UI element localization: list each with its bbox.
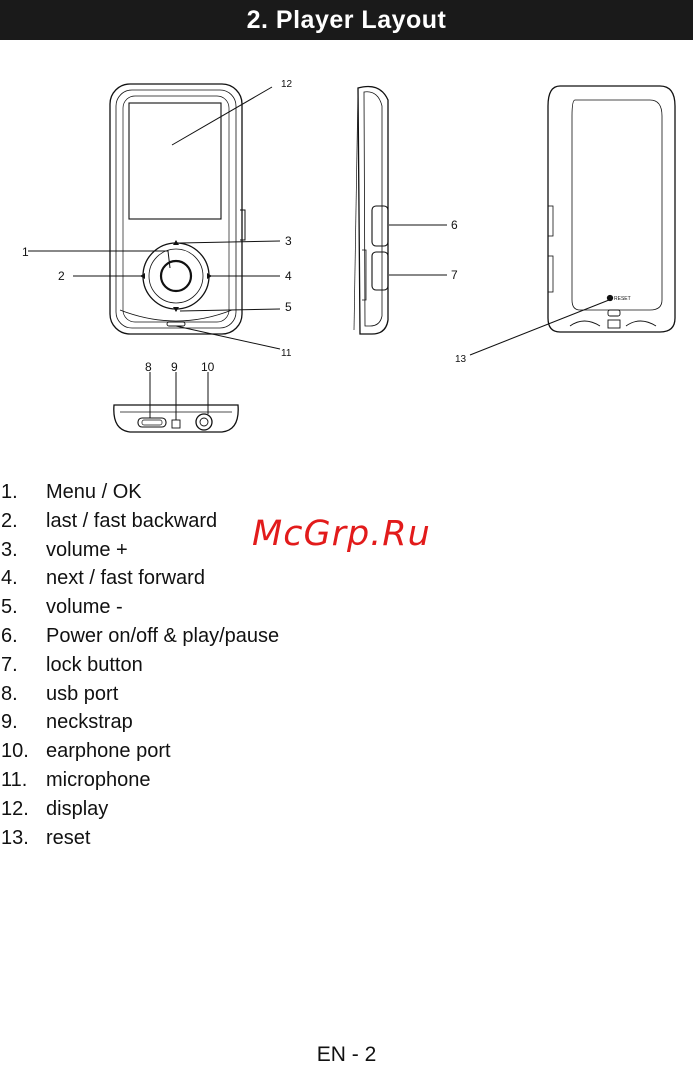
- callout-11: 11: [281, 348, 292, 359]
- callout-13: 13: [455, 354, 467, 365]
- neckstrap-loop: [172, 420, 180, 428]
- item-number: 13.: [1, 824, 29, 853]
- watermark: McGrp.Ru: [252, 514, 431, 554]
- page-number: EN - 2: [0, 1043, 693, 1067]
- item-number: 7.: [1, 651, 18, 680]
- nav-pad: [143, 243, 209, 309]
- display-screen: [129, 103, 221, 219]
- item-number: 12.: [1, 795, 29, 824]
- item-number: 11.: [1, 766, 27, 795]
- leader-lines: [28, 87, 609, 420]
- callout-2: 2: [58, 269, 65, 283]
- item-number: 1.: [1, 478, 18, 507]
- front-view: [110, 84, 245, 334]
- callout-12: 12: [281, 79, 293, 90]
- earphone-port: [196, 414, 212, 430]
- callout-4: 4: [285, 269, 292, 283]
- item-label: lock button: [46, 651, 143, 680]
- page-title: 2. Player Layout: [0, 0, 693, 40]
- player-layout-diagram: RESET 1 2 3 4 5 6 7 8 9 10 11 12 13: [0, 40, 693, 450]
- item-number: 9.: [1, 708, 18, 737]
- item-number: 2.: [1, 507, 18, 536]
- microphone-slot: [167, 322, 185, 326]
- reset-marking: RESET: [614, 296, 631, 302]
- item-number: 5.: [1, 593, 18, 622]
- callout-10: 10: [201, 360, 215, 374]
- item-label: next / fast forward: [46, 564, 205, 593]
- item-number: 6.: [1, 622, 18, 651]
- item-number: 10.: [1, 737, 29, 766]
- item-label: volume -: [46, 593, 123, 622]
- callout-9: 9: [171, 360, 178, 374]
- callout-6: 6: [451, 218, 458, 232]
- item-label: reset: [46, 824, 90, 853]
- item-label: last / fast backward: [46, 507, 217, 536]
- callout-3: 3: [285, 234, 292, 248]
- menu-ok-button: [161, 261, 191, 291]
- callout-8: 8: [145, 360, 152, 374]
- power-play-button: [372, 206, 388, 246]
- callout-1: 1: [22, 245, 29, 259]
- item-label: usb port: [46, 680, 118, 709]
- item-label: display: [46, 795, 108, 824]
- item-number: 8.: [1, 680, 18, 709]
- reset-hole: [608, 296, 613, 301]
- item-label: volume +: [46, 536, 128, 565]
- side-view: [354, 87, 388, 335]
- back-view: [548, 86, 675, 332]
- item-label: Power on/off & play/pause: [46, 622, 279, 651]
- page-number-text: EN - 2: [317, 1043, 377, 1066]
- item-label: microphone: [46, 766, 151, 795]
- item-number: 4.: [1, 564, 18, 593]
- callout-5: 5: [285, 300, 292, 314]
- callout-7: 7: [451, 268, 458, 282]
- item-label: earphone port: [46, 737, 171, 766]
- lock-switch: [372, 252, 388, 290]
- item-label: Menu / OK: [46, 478, 142, 507]
- item-label: neckstrap: [46, 708, 133, 737]
- item-number: 3.: [1, 536, 18, 565]
